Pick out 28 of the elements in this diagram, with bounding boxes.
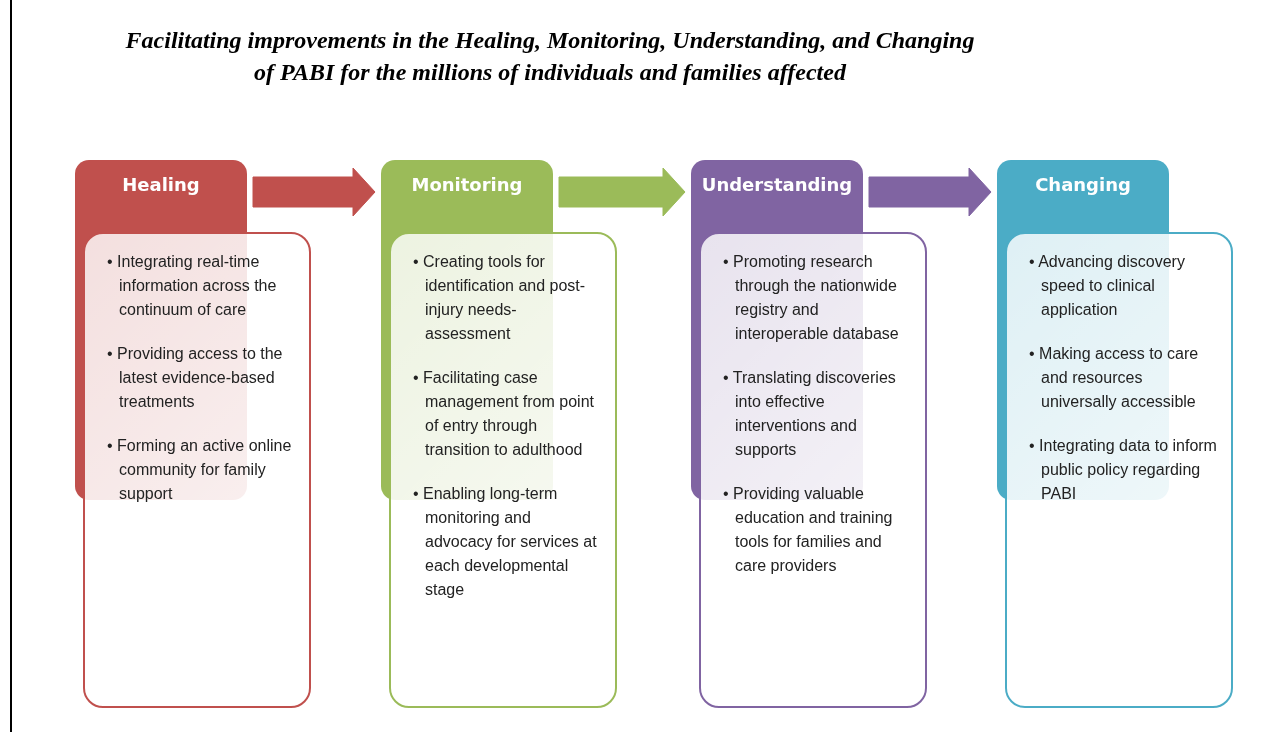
bullet-item: • Advancing discovery speed to clinical application [1029,252,1186,320]
header-title: Monitoring [410,174,524,195]
bullet-item: • Integrating data to inform public policy regarding PABI [1029,436,1217,504]
diagram-title: Facilitating improvements in the Healing, Monitoring, Understanding, and Changing of PABI for the millions of individuals and families affected [124,26,976,87]
header-tab [691,160,863,231]
bullet-item: • Making access to care and resources universally accessible [1029,344,1200,412]
bullet-item: • Providing access to the latest evidence-based treatments [107,344,284,412]
header-title: Changing [1034,174,1132,195]
content-card [699,232,927,708]
bullet-item: • Integrating real-time information across the continuum of care [107,252,278,320]
header-tab [75,160,247,231]
bullet-item: • Translating discoveries into effective interventions and supports [723,368,897,460]
header-tab [381,160,553,231]
header-tab [997,160,1169,231]
bullet-item: • Creating tools for identification and post-injury needs-assessment [413,252,587,344]
content-card [83,232,311,708]
block-arrow [252,167,376,217]
block-arrow [868,167,992,217]
content-card [389,232,617,708]
bullet-item: • Facilitating case management from point of entry through transition to adulthood [413,368,595,460]
header-title: Healing [121,174,201,195]
bullet-item: • Providing valuable education and training tools for families and care providers [723,484,894,576]
block-arrow [558,167,686,217]
content-card [1005,232,1233,708]
header-title: Understanding [700,174,854,195]
bullet-item: • Enabling long-term monitoring and advocacy for services at each developmental stage [413,484,598,600]
bullet-item: • Forming an active online community for family support [107,436,293,504]
bullet-item: • Promoting research through the nationwide registry and interoperable database [723,252,900,344]
